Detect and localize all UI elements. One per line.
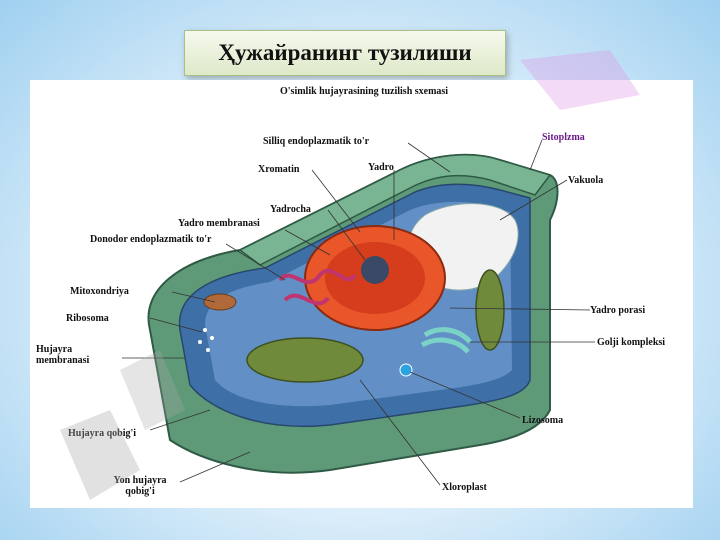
label-hujayra-membranasi: Hujayra membranasi: [36, 344, 90, 366]
cell-wall-top: [238, 154, 552, 266]
rough-er-2: [283, 293, 330, 306]
chloroplast-1: [246, 337, 364, 383]
label-golji: Golji kompleksi: [597, 337, 666, 348]
label-ribosoma: Ribosoma: [66, 313, 109, 324]
title-box: Ҳужайранинг тузилиши: [184, 30, 506, 76]
label-xromatin: Xromatin: [258, 164, 300, 175]
leader-lines: [122, 139, 595, 486]
label-yon-hujayra-qobigi: Yon hujayra qobig'i: [113, 475, 167, 497]
lysosome: [399, 363, 413, 377]
label-mitoxondriya: Mitoxondriya: [70, 286, 129, 297]
ribosomes: [198, 328, 214, 352]
label-yadro-porasi: Yadro porasi: [590, 305, 646, 316]
label-donodor-er: Donodor endoplazmatik to'r: [90, 234, 212, 245]
nucleolus: [361, 256, 389, 284]
label-lizosoma: Lizosoma: [522, 415, 564, 426]
label-yadro-membranasi: Yadro membranasi: [178, 218, 260, 229]
diagram-panel: O'simlik hujayrasining tuzilish sxemasi …: [30, 80, 693, 508]
page-title: Ҳужайранинг тузилиши: [218, 40, 472, 65]
label-silliq-er: Silliq endoplazmatik to'r: [263, 136, 370, 147]
rough-er: [278, 268, 357, 284]
golgi: [420, 327, 472, 354]
label-sitoplazma: Sitoplzma: [542, 132, 585, 143]
chloroplast-2: [475, 269, 505, 351]
label-yadrocha: Yadrocha: [270, 204, 311, 215]
label-hujayra-qobigi: Hujayra qobig'i: [68, 428, 137, 439]
label-yadro: Yadro: [368, 162, 394, 173]
label-vakuola: Vakuola: [568, 175, 604, 186]
label-xloroplast: Xloroplast: [442, 482, 487, 493]
mitochondrion: [203, 293, 237, 311]
diagram-heading: O'simlik hujayrasining tuzilish sxemasi: [280, 86, 449, 97]
cell-diagram: [122, 139, 595, 486]
